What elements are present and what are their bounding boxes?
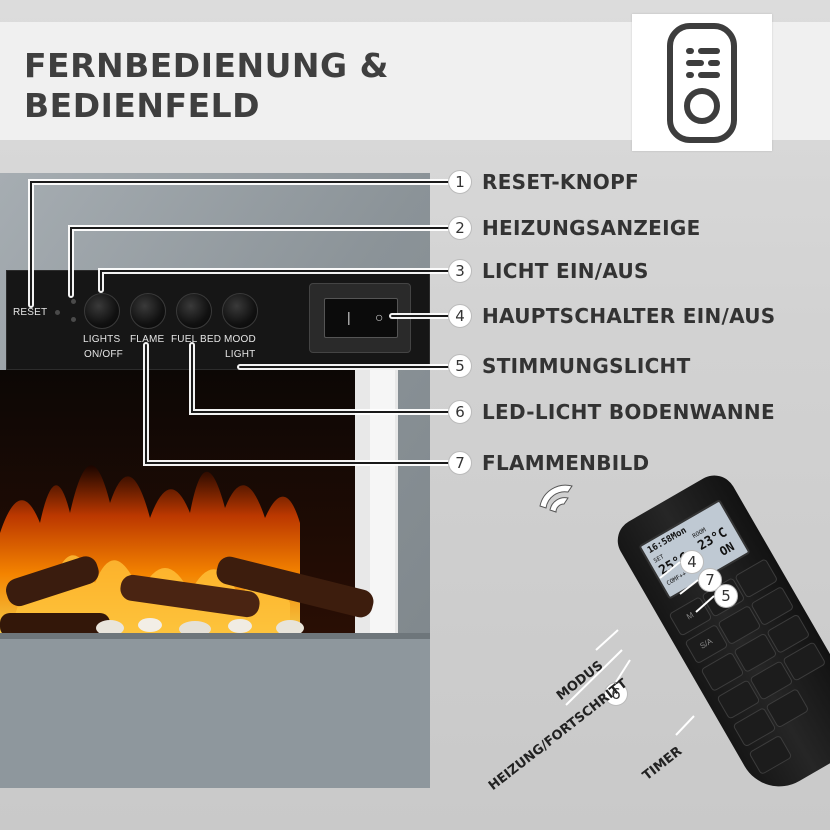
- mood-label-2: LIGHT: [225, 349, 256, 360]
- reset-button[interactable]: [55, 310, 60, 315]
- heating-indicator-led: [71, 299, 76, 304]
- callout-number-7: 7: [448, 451, 472, 475]
- mood-light-button[interactable]: [222, 293, 258, 329]
- callout-licht-ein-aus: LICHT EIN/AUS: [482, 259, 649, 283]
- callout-reset-knopf: RESET-KNOPF: [482, 170, 639, 194]
- title-line-1: FERNBEDIENUNG &: [24, 46, 389, 85]
- mood-label-1: MOOD: [224, 334, 256, 345]
- callout-number-4: 4: [448, 304, 472, 328]
- flame-label: FLAME: [130, 334, 165, 345]
- callout-heizungsanzeige: HEIZUNGSANZEIGE: [482, 216, 701, 240]
- page-title: FERNBEDIENUNG & BEDIENFELD: [24, 46, 389, 126]
- reset-label: RESET: [13, 307, 48, 318]
- wireless-signal-icon: [539, 484, 573, 513]
- callout-number-1: 1: [448, 170, 472, 194]
- callout-flammenbild: FLAMMENBILD: [482, 451, 650, 475]
- callout-number-6: 6: [448, 400, 472, 424]
- callout-led-licht: LED-LICHT BODENWANNE: [482, 400, 775, 424]
- remote-control-icon-box: [632, 14, 772, 151]
- lights-button[interactable]: [84, 293, 120, 329]
- flame-button[interactable]: [130, 293, 166, 329]
- callout-stimmungslicht: STIMMUNGSLICHT: [482, 354, 691, 378]
- title-line-2: BEDIENFELD: [24, 86, 261, 125]
- callout-number-3: 3: [448, 259, 472, 283]
- lights-label-2: ON/OFF: [84, 349, 123, 360]
- callout-number-2: 2: [448, 216, 472, 240]
- switch-off-symbol: |: [347, 309, 351, 325]
- remote-marker-5: 5: [714, 584, 738, 608]
- fuel-bed-button[interactable]: [176, 293, 212, 329]
- callout-number-5: 5: [448, 354, 472, 378]
- remote-control-icon: [667, 23, 737, 143]
- remote-marker-6: 6: [604, 682, 628, 706]
- callout-hauptschalter: HAUPTSCHALTER EIN/AUS: [482, 304, 776, 328]
- heating-indicator-led-2: [71, 317, 76, 322]
- lights-label-1: LIGHTS: [83, 334, 121, 345]
- remote-marker-4: 4: [680, 550, 704, 574]
- switch-on-symbol: ○: [375, 309, 384, 325]
- fuel-bed-label: FUEL BED: [171, 334, 222, 345]
